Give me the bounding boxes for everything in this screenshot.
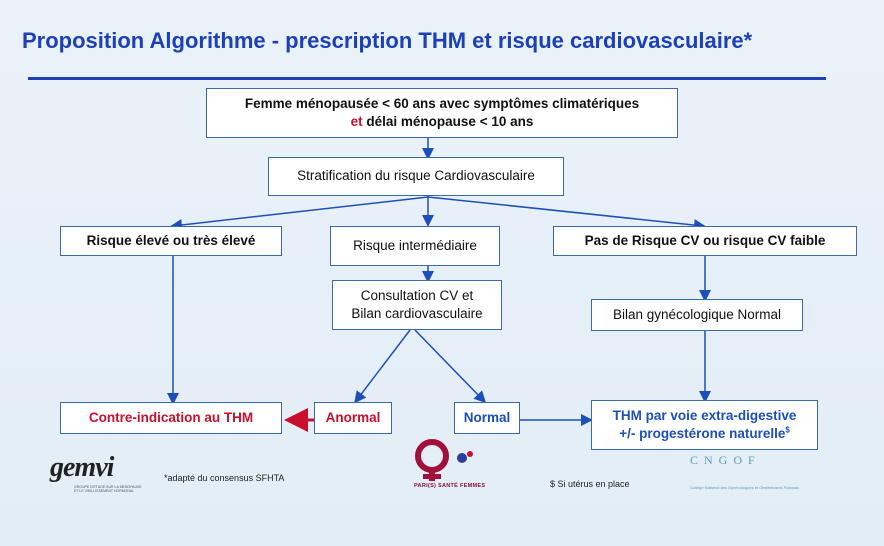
thm-line1: THM par voie extra-digestive — [612, 407, 797, 423]
risk-high-label: Risque élevé ou très élevé — [86, 232, 256, 248]
thm-sup: $ — [785, 425, 790, 435]
abnormal-node: Anormal — [314, 402, 392, 434]
arrow-consult-to-abnormal — [354, 329, 411, 404]
uterus-note: $ Si utérus en place — [550, 479, 630, 489]
risk-mid-node: Risque intermédiaire — [330, 226, 500, 266]
start-line2: délai ménopause < 10 ans — [362, 114, 534, 129]
arrow-strat-to-high — [170, 196, 429, 231]
gyneco-label: Bilan gynécologique Normal — [612, 306, 782, 322]
title-underline — [28, 77, 826, 80]
pari-sante-femmes-text: PARI(S) SANTÉ FEMMES — [414, 483, 486, 489]
risk-high-node: Risque élevé ou très élevé — [60, 226, 282, 256]
arrow-strat-to-low — [427, 196, 706, 232]
thm-line2: +/- progestérone naturelle — [619, 426, 786, 441]
arrow-consult-to-normal — [414, 329, 487, 404]
contra-label: Contre-indication au THM — [88, 409, 254, 425]
risk-low-node: Pas de Risque CV ou risque CV faible — [553, 226, 857, 256]
adapted-note: *adapté du consensus SFHTA — [164, 473, 285, 483]
consult-line2: Bilan cardiovasculaire — [351, 306, 483, 321]
normal-label: Normal — [463, 409, 511, 425]
start-and: et — [350, 114, 363, 129]
abnormal-label: Anormal — [325, 409, 381, 425]
gemvi-logo: gemvi — [50, 452, 114, 483]
thm-node: THM par voie extra-digestive +/- progest… — [591, 400, 818, 450]
risk-low-label: Pas de Risque CV ou risque CV faible — [584, 232, 826, 248]
consult-line1: Consultation CV et — [360, 287, 474, 303]
normal-node: Normal — [454, 402, 520, 434]
gemvi-logo-sub: GROUPE D'ETUDE SUR LA MENOPAUSE ET LE VI… — [74, 485, 142, 494]
start-line1: Femme ménopausée < 60 ans avec symptômes… — [244, 95, 640, 111]
cngof-logo: CNGOF — [690, 453, 761, 467]
page-title: Proposition Algorithme - prescription TH… — [22, 28, 753, 53]
consultation-node: Consultation CV et Bilan cardiovasculair… — [332, 280, 502, 330]
risk-mid-label: Risque intermédiaire — [353, 237, 477, 253]
gyneco-node: Bilan gynécologique Normal — [591, 299, 803, 331]
start-line2-wrap: et délai ménopause < 10 ans — [351, 113, 534, 131]
contra-node: Contre-indication au THM — [60, 402, 282, 434]
stratification-label: Stratification du risque Cardiovasculair… — [297, 168, 535, 184]
cngof-logo-sub: Collège National des Gynécologues et Obs… — [690, 485, 799, 490]
start-node: Femme ménopausée < 60 ans avec symptômes… — [206, 88, 678, 138]
stratification-node: Stratification du risque Cardiovasculair… — [268, 157, 564, 196]
thm-line2-wrap: +/- progestérone naturelle$ — [619, 425, 790, 443]
pari-sante-femmes-logo — [415, 439, 473, 481]
